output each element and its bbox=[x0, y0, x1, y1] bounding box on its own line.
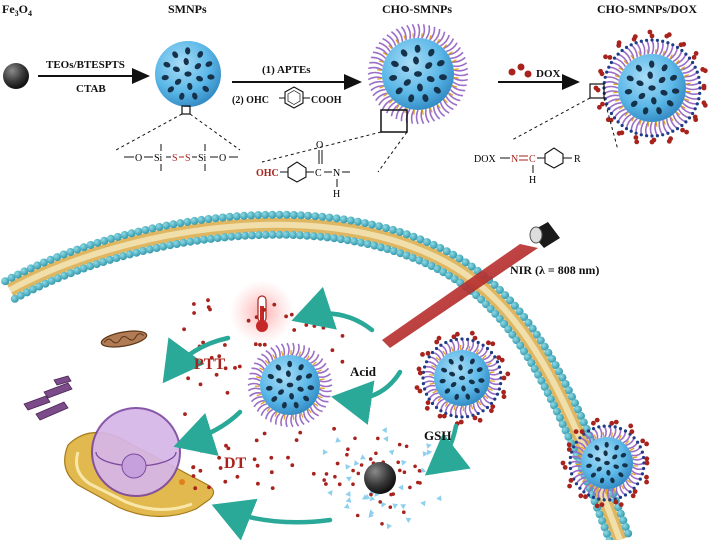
svg-text:N: N bbox=[511, 154, 518, 165]
gsh-label: GSH bbox=[424, 428, 451, 443]
dox-dots bbox=[508, 63, 532, 78]
svg-text:DOX: DOX bbox=[474, 154, 496, 165]
svg-text:S: S bbox=[172, 153, 178, 164]
smnps-label: SMNPs bbox=[168, 2, 207, 16]
pathway-arrows bbox=[162, 286, 471, 540]
svg-text:O: O bbox=[316, 140, 323, 151]
step2-acid-suffix: COOH bbox=[311, 95, 342, 106]
fe3o4-label: Fe3O4 bbox=[2, 2, 32, 18]
step3-dox: DOX bbox=[536, 68, 561, 80]
svg-text:C: C bbox=[529, 154, 536, 165]
acid-label: Acid bbox=[350, 364, 377, 379]
smnps-particle bbox=[155, 41, 221, 107]
svg-text:Fe3O4: Fe3O4 bbox=[2, 2, 32, 18]
step1-reagents: TEOs/BTESPTS bbox=[46, 59, 125, 71]
step2-aptes: (1) APTEs bbox=[262, 64, 311, 76]
svg-text:H: H bbox=[529, 175, 536, 186]
cell-membrane bbox=[1, 210, 633, 540]
svg-text:OHC: OHC bbox=[256, 168, 279, 179]
cho-smnps-label: CHO-SMNPs bbox=[382, 2, 452, 16]
endoplasmic-reticulum bbox=[23, 375, 73, 421]
svg-text:C: C bbox=[315, 168, 322, 179]
benzene-ring bbox=[279, 86, 310, 109]
cho-smnps-dox-label: CHO-SMNPs/DOX bbox=[597, 2, 697, 16]
imine-structure: DOX N C H R bbox=[474, 147, 581, 186]
step1-template: CTAB bbox=[76, 83, 106, 95]
svg-text:Si: Si bbox=[154, 153, 163, 164]
svg-text:R: R bbox=[574, 154, 581, 165]
step2-aldehyde-prefix: (2) OHC bbox=[232, 95, 269, 106]
amide-structure: OHC C O N H bbox=[256, 140, 350, 200]
degraded-particle bbox=[322, 427, 445, 530]
mitochondrion bbox=[100, 330, 148, 348]
svg-text:N: N bbox=[333, 168, 340, 179]
svg-text:H: H bbox=[333, 189, 340, 200]
cho-smnps-particle bbox=[367, 23, 469, 125]
svg-text:Si: Si bbox=[198, 153, 207, 164]
acid-particle bbox=[247, 342, 333, 428]
fe3o4-core bbox=[3, 63, 29, 89]
thermometer-icon bbox=[230, 280, 294, 344]
ptt-label: PTT bbox=[194, 356, 225, 373]
disulfide-structure: O Si S S Si O bbox=[124, 144, 238, 171]
cho-smnps-dox-zoom-box bbox=[589, 83, 605, 99]
svg-text:O: O bbox=[219, 153, 226, 164]
cho-smnps-zoom-box bbox=[380, 109, 408, 133]
nir-laser bbox=[382, 222, 560, 348]
smnps-zoom-box bbox=[181, 105, 191, 115]
cho-smnps-dox-particle bbox=[593, 29, 708, 145]
svg-text:S: S bbox=[185, 153, 191, 164]
nucleus bbox=[64, 407, 215, 518]
svg-text:O: O bbox=[135, 153, 142, 164]
dt-label: DT bbox=[224, 455, 247, 472]
nir-label: NIR (λ = 808 nm) bbox=[510, 263, 599, 277]
incoming-particle bbox=[414, 330, 511, 427]
extracellular-particle bbox=[560, 417, 650, 509]
